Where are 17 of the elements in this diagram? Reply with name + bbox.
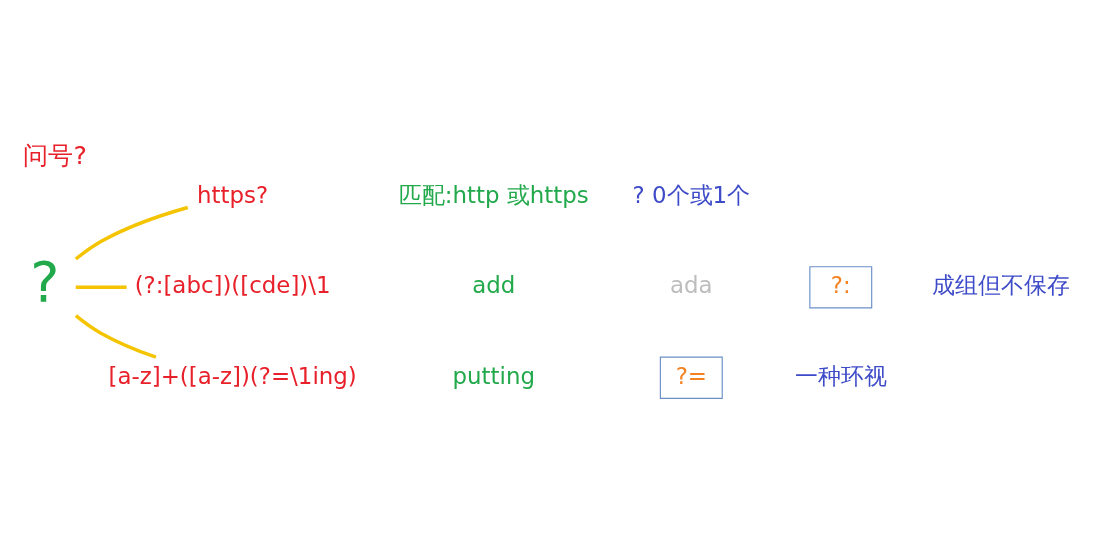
diagram-title: 问号? [23,141,87,171]
label: 一种环视 [794,362,887,389]
node-box: ?= [659,356,723,399]
node-box: ?: [809,266,873,309]
label: ? 0个或1个 [632,181,751,208]
node-text: (?:[abc])([cde])\1 [134,272,331,299]
node-text: https? [197,181,269,208]
label: 成组但不保存 [932,272,1071,299]
connector [74,314,157,359]
label: 匹配:http 或https [398,181,589,208]
node-text: ? [30,249,60,314]
label: ada [670,272,713,299]
label: putting [452,362,535,389]
connector [75,285,127,290]
connector [74,205,189,261]
node-text: [a-z]+([a-z])(?=\1ing) [108,362,357,389]
label: add [472,272,516,299]
